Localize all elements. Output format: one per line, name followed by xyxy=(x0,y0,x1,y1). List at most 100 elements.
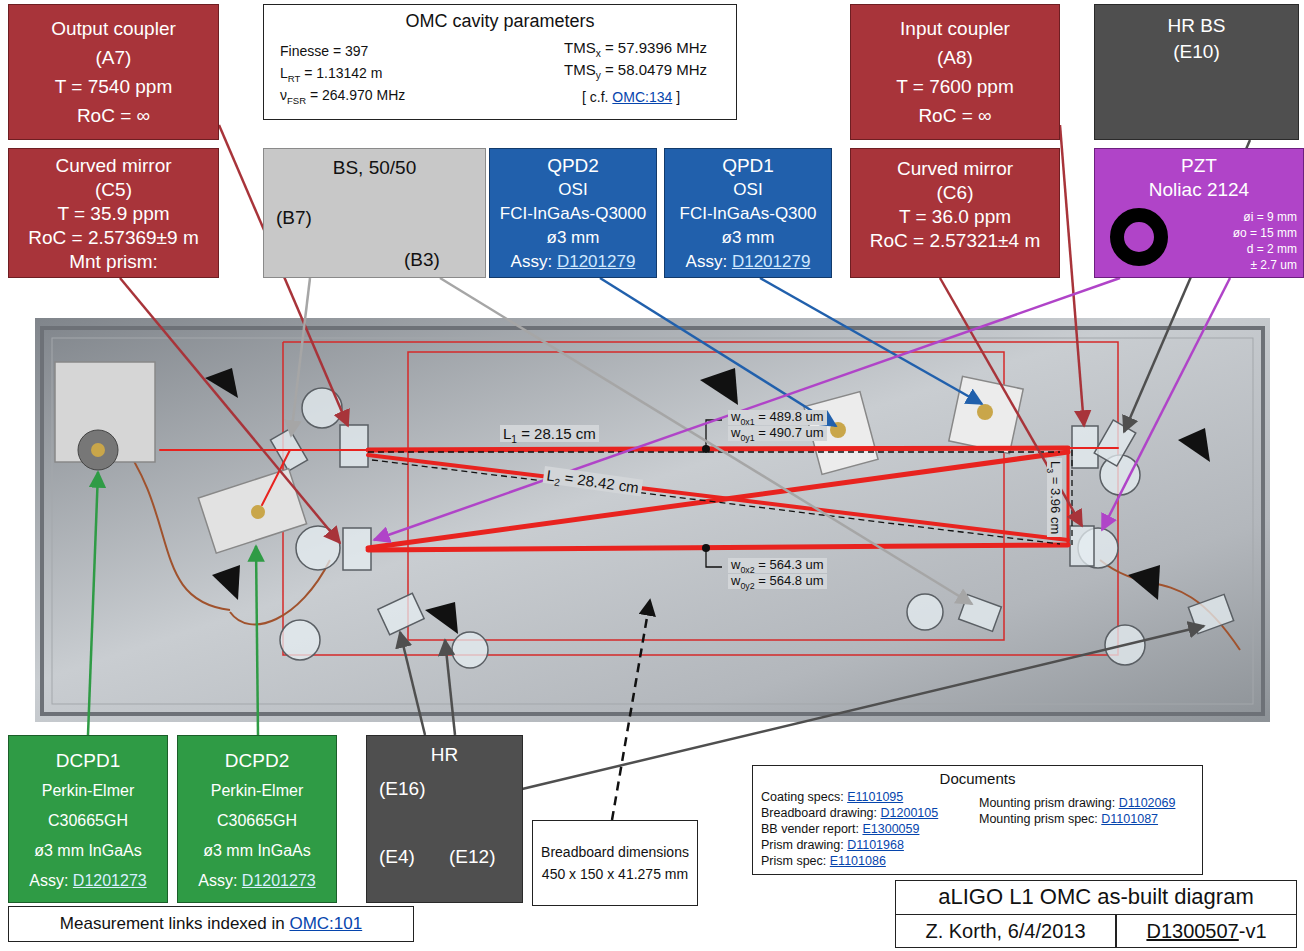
node-text: C30665GH xyxy=(182,806,332,836)
subscript: 3 xyxy=(1045,468,1055,473)
text-run: DCPD2 xyxy=(225,750,289,771)
node-text: [ c.f. OMC:134 ] xyxy=(582,89,680,105)
text-run: T = 7540 ppm xyxy=(55,76,172,97)
node-text: Assy: D1201279 xyxy=(669,250,827,274)
document-link: E1101086 xyxy=(830,854,886,868)
art-line xyxy=(1060,125,1084,426)
text-run: T = 7600 ppm xyxy=(896,76,1013,97)
art-rect xyxy=(340,425,368,467)
node-text: (A8) xyxy=(855,43,1055,72)
node-text: Coating specs: E1101095 xyxy=(761,790,903,804)
node-text: (C6) xyxy=(855,181,1055,205)
text-run: Curved mirror xyxy=(55,155,171,176)
art-line xyxy=(445,640,455,735)
text-run: Output coupler xyxy=(51,18,176,39)
node-text: RoC = 2.57321±4 m xyxy=(855,229,1055,253)
text-run: (B7) xyxy=(276,207,312,228)
text-run: FCI-InGaAs-Q300 xyxy=(680,204,817,223)
node-heading: D1300507-v1 xyxy=(1121,919,1292,943)
waist-label: w0y1 = 490.7 um xyxy=(728,426,827,441)
text-run: = 3.96 cm xyxy=(1048,473,1063,534)
length-label: L1 = 28.15 cm xyxy=(500,425,599,442)
art-line xyxy=(760,278,982,404)
node-text: (B7) xyxy=(276,207,312,229)
text-run: Documents xyxy=(940,770,1016,787)
mounts xyxy=(270,388,1233,668)
node-heading: DCPD1 xyxy=(13,746,163,776)
text-run: Assy: xyxy=(29,872,73,889)
document-link: D1200105 xyxy=(881,806,939,820)
text-run: Assy: xyxy=(686,252,732,271)
art-line xyxy=(368,451,1060,452)
text-run: = 564.3 um xyxy=(755,557,824,572)
document-link: D1201279 xyxy=(732,252,810,271)
text-run: = 28.42 cm xyxy=(559,468,639,496)
node-text: ± 2.7 um xyxy=(1250,259,1297,273)
node-heading: Input coupler xyxy=(855,14,1055,43)
art-polygon xyxy=(1178,428,1210,462)
art-polygon xyxy=(212,565,240,600)
node-text: (A7) xyxy=(13,43,214,72)
text-run: [ c.f. xyxy=(582,89,612,105)
node-text: ø3 mm xyxy=(494,226,652,250)
mirror-spec-box: Curved mirror(C5)T = 35.9 ppmRoC = 2.573… xyxy=(8,148,219,278)
art-polyline xyxy=(706,548,722,567)
node-heading: Documents xyxy=(753,770,1202,787)
node-heading: Measurement links indexed in OMC:101 xyxy=(13,913,409,935)
node-text: BB vender report: E1300059 xyxy=(761,822,919,836)
node-heading: QPD1 xyxy=(669,154,827,178)
text-run: Z. Korth, 6/4/2013 xyxy=(925,920,1085,942)
text-run: Measurement links indexed in xyxy=(60,914,290,933)
beam-dumps xyxy=(205,368,1210,634)
text-run: HR xyxy=(431,744,458,765)
text-run: OSI xyxy=(733,180,762,199)
text-run: (A7) xyxy=(96,47,132,68)
node-text: Assy: D1201273 xyxy=(13,866,163,896)
art-line xyxy=(1067,448,1070,545)
component-box: BS, 50/50(B7)(B3) xyxy=(263,148,486,278)
note-box: Breadboard dimensions450 x 150 x 41.275 … xyxy=(532,820,698,906)
breadboard-photo xyxy=(35,318,1270,722)
text-run: Breadboard dimensions xyxy=(541,844,689,860)
node-text: Mnt prism: xyxy=(13,250,214,274)
text-run: T = 35.9 ppm xyxy=(57,203,169,224)
art-circle xyxy=(296,526,340,570)
text-run: RoC = 2.57321±4 m xyxy=(870,230,1040,251)
text-run: ø3 mm xyxy=(722,228,775,247)
node-heading: HR BS xyxy=(1099,13,1294,39)
node-text: LRT = 1.13142 m xyxy=(280,65,382,81)
text-run: w xyxy=(731,557,740,572)
text-run: = 489.8 um xyxy=(755,409,824,424)
text-run: Coating specs: xyxy=(761,790,847,804)
node-text: T = 7540 ppm xyxy=(13,72,214,101)
art-line xyxy=(368,545,1068,550)
node-text: OSI xyxy=(669,178,827,202)
text-run: OSI xyxy=(558,180,587,199)
text-run: w xyxy=(731,573,740,588)
text-run: L xyxy=(280,65,288,81)
text-run: Finesse = 397 xyxy=(280,43,368,59)
text-run: = 490.7 um xyxy=(755,425,824,440)
node-text: øo = 15 mm xyxy=(1233,227,1297,241)
text-run: (C5) xyxy=(95,179,132,200)
text-run: HR BS xyxy=(1167,15,1225,36)
node-text: ø3 mm xyxy=(669,226,827,250)
waist-label: w0y2 = 564.8 um xyxy=(728,574,827,589)
text-run: w xyxy=(731,409,740,424)
node-text: (E4) xyxy=(379,846,415,868)
text-run: -v1 xyxy=(1239,920,1267,942)
node-heading: Curved mirror xyxy=(855,157,1055,181)
node-text: νFSR = 264.970 MHz xyxy=(280,87,405,103)
component-box: HR(E16)(E4)(E12) xyxy=(366,735,523,903)
art-polygon xyxy=(425,602,458,634)
text-run: Prism drawing: xyxy=(761,838,847,852)
art-circle xyxy=(452,632,488,668)
art-rect xyxy=(1070,526,1094,566)
text-run: = 58.0479 MHz xyxy=(601,61,707,78)
document-link: D1201273 xyxy=(242,872,316,889)
node-text: Prism spec: E1101086 xyxy=(761,854,886,868)
art-line xyxy=(400,632,425,735)
component-box: HR BS(E10) xyxy=(1094,4,1299,140)
node-text: T = 36.0 ppm xyxy=(855,205,1055,229)
text-run: ] xyxy=(672,89,680,105)
